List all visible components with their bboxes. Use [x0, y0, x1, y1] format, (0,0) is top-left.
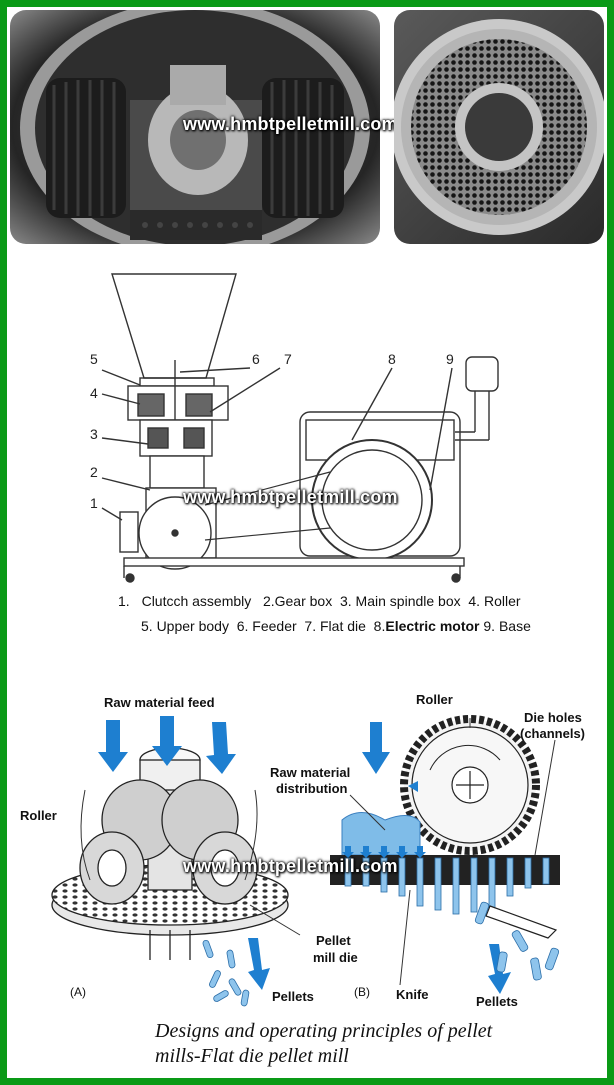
- legend-text-2-bold: Electric motor: [385, 618, 480, 634]
- label-pellet-mill-die-1: Pellet: [316, 933, 351, 948]
- label-die-holes-2: (channels): [520, 726, 586, 741]
- assembly-diagram: [101, 273, 499, 583]
- watermark-principle: www.hmbtpelletmill.com: [183, 856, 398, 876]
- photo-flat-die: [394, 10, 604, 244]
- part-number-2: 2: [90, 464, 98, 480]
- flat-die-illustration: [394, 19, 604, 235]
- part-number-8: 8: [388, 351, 396, 367]
- watermark-assembly: www.hmbtpelletmill.com: [183, 487, 398, 507]
- part-number-1: 1: [90, 495, 98, 511]
- watermark-photo: www.hmbtpelletmill.com: [183, 114, 398, 134]
- legend-text-2b: 9. Base: [479, 618, 531, 634]
- label-pellet-mill-die-2: mill die: [313, 950, 358, 965]
- label-panel-b: (B): [354, 985, 370, 999]
- part-number-6: 6: [252, 351, 260, 367]
- legend-line-1: 1. Clutcch assembly 2.Gear box 3. Main s…: [118, 593, 521, 609]
- part-number-3: 3: [90, 426, 98, 442]
- legend-text-2a: 5. Upper body 6. Feeder 7. Flat die 8.: [141, 618, 386, 634]
- label-raw-material-feed: Raw material feed: [104, 695, 215, 710]
- legend-prefix: 1.: [118, 593, 130, 609]
- part-number-5: 5: [90, 351, 98, 367]
- label-die-holes-1: Die holes: [524, 710, 582, 725]
- photo-mill-interior: [10, 10, 380, 244]
- label-panel-a: (A): [70, 985, 86, 999]
- mill-interior-illustration: [20, 10, 370, 244]
- legend-line-2: 5. Upper body 6. Feeder 7. Flat die 8.El…: [141, 618, 531, 634]
- label-pellets-b: Pellets: [476, 994, 518, 1009]
- caption-line-1: Designs and operating principles of pell…: [155, 1020, 493, 1042]
- label-knife: Knife: [396, 987, 429, 1002]
- part-number-9: 9: [446, 351, 454, 367]
- label-pellets-a: Pellets: [272, 989, 314, 1004]
- part-number-7: 7: [284, 351, 292, 367]
- caption-line-2: mills-Flat die pellet mill: [155, 1045, 349, 1067]
- label-roller-a: Roller: [20, 808, 57, 823]
- label-raw-distribution-1: Raw material: [270, 765, 351, 780]
- label-roller-b: Roller: [416, 692, 453, 707]
- part-number-4: 4: [90, 385, 98, 401]
- legend-text-1: Clutcch assembly 2.Gear box 3. Main spin…: [141, 593, 521, 609]
- label-raw-distribution-2: distribution: [276, 781, 348, 796]
